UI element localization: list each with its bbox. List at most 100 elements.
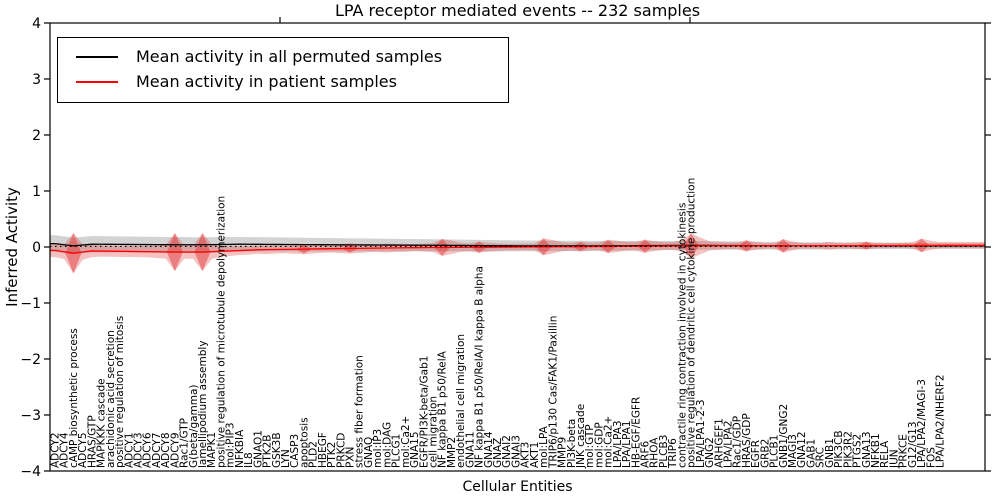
x-category-label: PRKCE xyxy=(898,434,910,468)
x-category-label: GNG2 xyxy=(704,437,716,468)
x-category-label: RELA xyxy=(879,440,891,468)
x-category-label: ADCY6 xyxy=(142,432,154,468)
patient-std-band xyxy=(50,233,985,274)
x-category-label: PLD2 xyxy=(308,441,320,468)
x-category-label: ADCY7 xyxy=(151,432,163,468)
x-category-label: Rac1/GDP xyxy=(732,416,744,468)
x-category-label: PLCG1 xyxy=(391,434,403,468)
chart-title: LPA receptor mediated events -- 232 samp… xyxy=(334,1,701,20)
x-category-label: SRC xyxy=(815,447,827,468)
y-tick-label: 3 xyxy=(32,72,41,88)
x-category-label: mol:Ca2+ xyxy=(603,416,615,468)
legend-item-patient: Mean activity in patient samples xyxy=(68,69,498,94)
x-category-label: endothelial cell migration xyxy=(455,334,467,468)
x-category-label: PI3K-beta xyxy=(566,419,578,468)
x-category-label: mol:GTP xyxy=(584,424,596,468)
x-category-label: stress fiber formation xyxy=(354,355,366,468)
x-category-label: GNA11 xyxy=(464,431,476,468)
x-category-label: LPA/LPA3 xyxy=(612,420,624,468)
x-category-label: PLCB3 xyxy=(658,435,670,468)
x-category-label: G12/G13 xyxy=(907,421,919,468)
x-category-label: LPA/LPA1 xyxy=(621,420,633,468)
x-category-label: PXN xyxy=(345,447,357,468)
legend-label-patient: Mean activity in patient samples xyxy=(136,72,397,91)
x-category-label: AKT3 xyxy=(520,442,532,468)
y-tick-label: 1 xyxy=(32,184,41,200)
x-category-label: cAMP biosynthetic process xyxy=(68,328,80,468)
x-axis-label: Cellular Entities xyxy=(462,479,573,495)
x-category-label: CASP3 xyxy=(289,434,301,468)
x-category-label: GNB1/GNG2 xyxy=(778,404,790,468)
x-category-label: GSK3B xyxy=(271,432,283,468)
x-category-label: lamellipodium assembly xyxy=(197,340,209,468)
x-category-label: ADCY1 xyxy=(123,432,135,468)
legend-item-permuted: Mean activity in all permuted samples xyxy=(68,44,498,69)
x-category-label: LPA/LPA1-2-3 xyxy=(695,399,707,468)
x-category-label: contractile ring contraction involved in… xyxy=(676,203,688,468)
x-category-label: HB-EGF/EGFR xyxy=(630,397,642,468)
x-category-label: GNAI2 xyxy=(501,435,513,468)
y-tick-label: 0 xyxy=(32,240,41,256)
y-tick-label: 4 xyxy=(32,16,41,32)
x-category-label: JNK cascade xyxy=(575,404,587,469)
x-category-label: ADCY3 xyxy=(132,432,144,468)
x-category-label: EGFR xyxy=(750,440,762,468)
y-tick-label: −3 xyxy=(20,408,41,424)
x-category-label: mol:PIP3 xyxy=(225,422,237,468)
legend-line-patient-icon xyxy=(76,80,118,83)
x-category-label: HRAS/GTP xyxy=(86,415,98,468)
legend: Mean activity in all permuted samples Me… xyxy=(57,37,509,103)
x-category-label: PLCB1 xyxy=(769,435,781,468)
x-category-label: TRIP6/p130 Cas/FAK1/Paxillin xyxy=(547,316,559,469)
x-category-label: TRIP6 xyxy=(667,438,679,469)
x-category-label: ADCY2 xyxy=(50,432,62,468)
x-category-label: ADCY8 xyxy=(160,432,172,468)
x-category-label: NF kappa B1 p50/RelA xyxy=(437,350,449,468)
x-category-label: GNAI3 xyxy=(510,435,522,468)
patient-mean-line xyxy=(50,244,985,254)
x-category-label: mol:IP3 xyxy=(372,429,384,468)
x-category-label: MMP9 xyxy=(557,437,569,468)
x-category-label: NF kappa B1 p50/RelA/I kappa B alpha xyxy=(474,266,486,468)
x-category-label: NFKB1 xyxy=(870,433,882,468)
x-category-label: ARF6 xyxy=(640,440,652,468)
x-category-label: JUN xyxy=(888,449,900,469)
x-category-label: PTK2B xyxy=(262,434,274,468)
y-tick-label: −1 xyxy=(20,296,41,312)
x-category-label: MAGI3 xyxy=(787,434,799,468)
x-category-label: LPA/LPA2/MAGI-3 xyxy=(916,379,928,468)
x-category-label: HRAS/GDP xyxy=(741,413,753,468)
x-category-label: GNAQ xyxy=(363,437,375,468)
x-category-label: Rac1/GTP xyxy=(179,418,191,468)
y-tick-label: −4 xyxy=(20,464,41,480)
x-category-label: NFKBIA xyxy=(234,429,246,468)
x-category-label: PTK2 xyxy=(326,442,338,468)
x-category-label: mol:LPA xyxy=(538,425,550,468)
x-category-label: positive regulation of microtubule depol… xyxy=(215,196,227,468)
x-category-label: AKT1 xyxy=(529,442,541,468)
x-category-label: ADCY4 xyxy=(59,432,71,468)
x-category-label: MAPKKK cascade xyxy=(96,378,108,468)
x-category-label: positive regulation of dendritic cell cy… xyxy=(686,178,698,468)
x-category-label: mol:DAG xyxy=(381,422,393,468)
x-category-label: GNA15 xyxy=(409,431,421,468)
x-category-label: FOS xyxy=(925,447,937,468)
x-category-label: GAB1 xyxy=(805,439,817,468)
x-category-label: GNA12 xyxy=(796,431,808,468)
y-tick-label: 2 xyxy=(32,128,41,144)
x-category-label: MMP2 xyxy=(446,437,458,468)
x-category-label: positive regulation of mitosis xyxy=(114,316,126,468)
x-category-label: mol:Ca2+ xyxy=(400,416,412,468)
x-category-label: cell migration xyxy=(427,396,439,468)
x-category-label: RHOA xyxy=(649,437,661,468)
x-category-label: arachidonic acid secretion xyxy=(105,330,117,468)
x-category-label: GNAZ xyxy=(492,438,504,468)
x-category-label: GNA14 xyxy=(483,431,495,468)
y-tick-label: −2 xyxy=(20,352,41,368)
x-category-label: GNA13 xyxy=(861,431,873,468)
x-category-label: EGFR/PI3K-beta/Gab1 xyxy=(418,356,430,468)
x-category-label: PRKCD xyxy=(335,433,347,468)
x-category-label: apoptosis xyxy=(298,417,310,468)
